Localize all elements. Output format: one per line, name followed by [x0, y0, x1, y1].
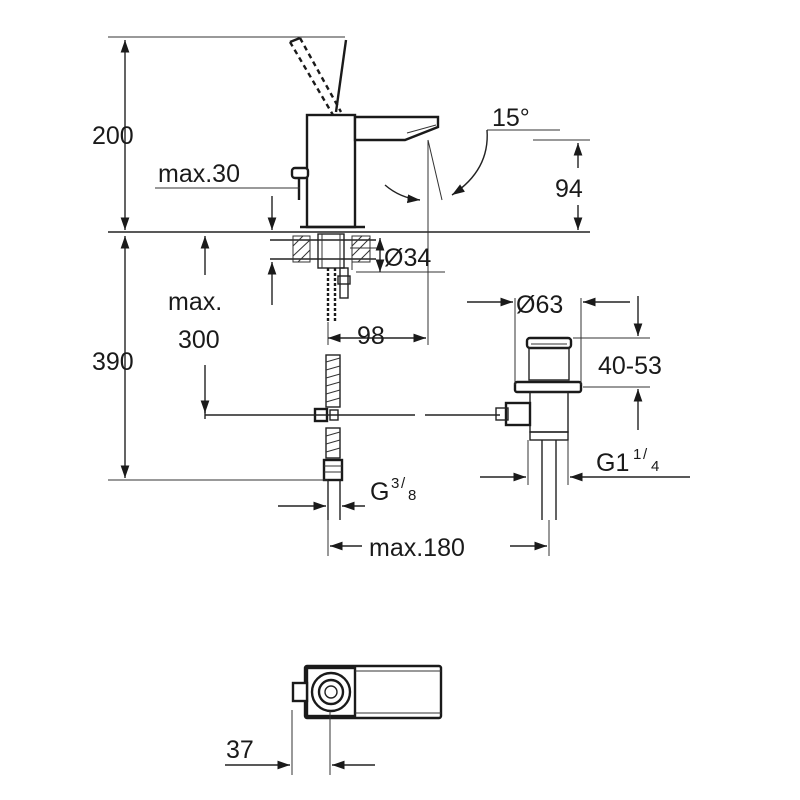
label-max300-line1: max. [168, 288, 222, 316]
lever-handle [288, 36, 348, 116]
label-height-200: 200 [92, 122, 134, 150]
label-width-37: 37 [226, 736, 254, 764]
svg-text:G: G [370, 478, 389, 506]
svg-text:/: / [643, 446, 648, 463]
svg-text:/: / [401, 475, 406, 492]
label-range-4053: 40-53 [598, 352, 662, 380]
faucet-body [288, 36, 440, 229]
waste-drain [495, 336, 583, 520]
dimension-lines [108, 36, 690, 775]
label-height-390: 390 [92, 348, 134, 376]
svg-text:8: 8 [408, 487, 416, 504]
label-max300-line2: 300 [178, 326, 220, 354]
label-angle: 15° [492, 104, 530, 132]
popup-rod-knob [290, 166, 310, 180]
flexible-hose [313, 354, 344, 520]
mounting-assembly [270, 233, 376, 322]
faucet-top-view [291, 664, 443, 722]
svg-text:3: 3 [391, 475, 399, 492]
label-reach-98: 98 [357, 322, 385, 350]
label-max30: max.30 [158, 160, 240, 188]
label-dia63: Ø63 [516, 291, 563, 319]
label-max180: max.180 [369, 534, 465, 562]
svg-text:G1: G1 [596, 449, 629, 477]
faucet-spout [353, 115, 440, 142]
label-thread-g38: G 3 / 8 [370, 475, 416, 506]
label-thread-g14: G1 1 / 4 [596, 446, 659, 477]
svg-text:4: 4 [651, 458, 659, 475]
label-spout-94: 94 [555, 175, 583, 203]
svg-text:1: 1 [633, 446, 641, 463]
faucet-main-body [305, 113, 357, 229]
label-dia34: Ø34 [384, 244, 431, 272]
